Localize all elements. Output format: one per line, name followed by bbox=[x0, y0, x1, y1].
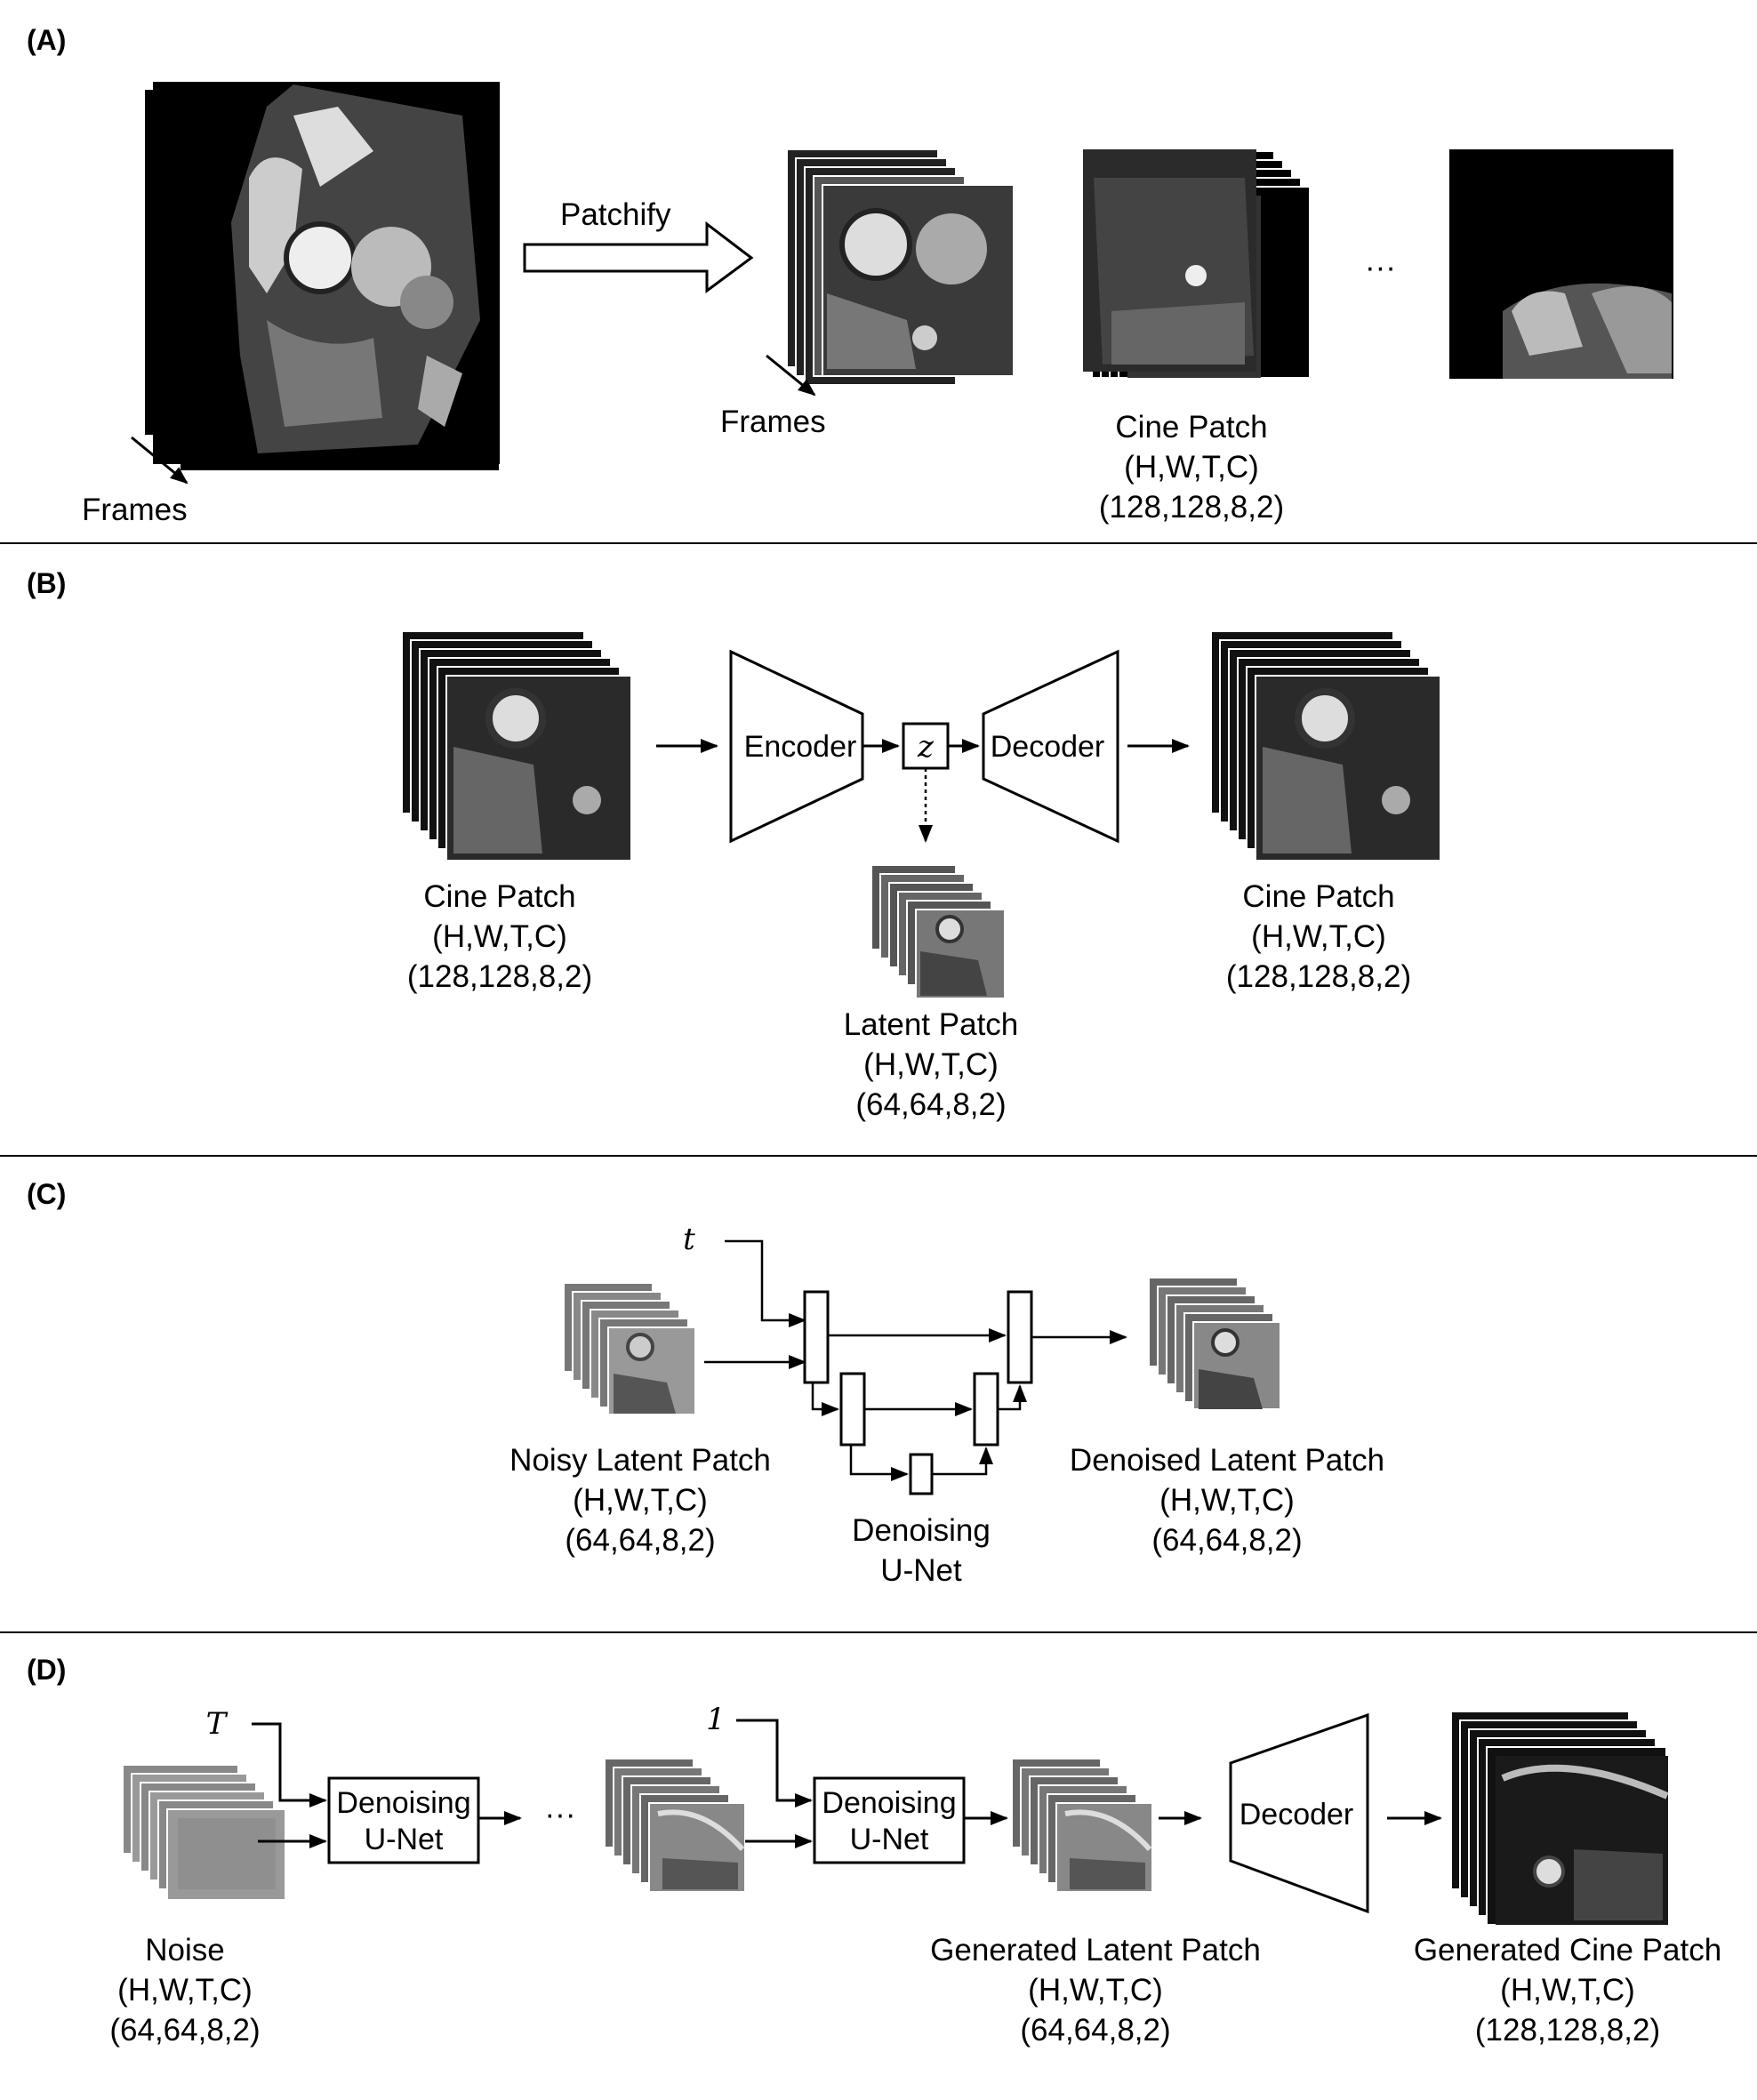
noise-shape: (64,64,8,2) bbox=[109, 2013, 260, 2048]
time-T-symbol: T bbox=[206, 1706, 229, 1742]
unet-block-bottleneck bbox=[909, 1453, 934, 1495]
time-arrow bbox=[725, 1239, 806, 1327]
ellipsis-a: ··· bbox=[1365, 250, 1396, 285]
panel-d-tag: (D) bbox=[27, 1654, 66, 1686]
panel-c-tag: (C) bbox=[27, 1178, 66, 1210]
frames-label: Frames bbox=[82, 493, 188, 527]
generated-latent-stack bbox=[1011, 1758, 1153, 1893]
noise-stack bbox=[122, 1764, 286, 1901]
generated-cine-stack bbox=[1450, 1711, 1669, 1926]
unet-block-enc1 bbox=[803, 1290, 830, 1384]
gen-latent-name: Generated Latent Patch bbox=[930, 1933, 1261, 1968]
latent-patch-name: Latent Patch bbox=[844, 1007, 1019, 1042]
input-patch-stack bbox=[401, 630, 632, 862]
full-frame-stack bbox=[143, 82, 501, 472]
panel-b: (B) Encoder z Decoder bbox=[27, 567, 1441, 1122]
up-2 bbox=[998, 1384, 1027, 1411]
cine-patch-dims-a: (H,W,T,C) bbox=[1124, 450, 1259, 485]
frames-arrow bbox=[131, 436, 189, 485]
patchify-arrow bbox=[523, 220, 754, 293]
unet-box-2 bbox=[813, 1776, 966, 1864]
decoder-label: Decoder bbox=[991, 730, 1105, 764]
patch-stack-2 bbox=[1082, 149, 1311, 379]
input-patch-shape: (128,128,8,2) bbox=[407, 959, 592, 994]
unet-box-1 bbox=[327, 1776, 480, 1864]
decoder-trapezoid-d bbox=[1229, 1712, 1369, 1914]
noise-name: Noise bbox=[145, 1933, 224, 1968]
panel-d: (D) T Denoising U-Net ··· 1 bbox=[27, 1654, 1721, 2048]
gen-cine-dims: (H,W,T,C) bbox=[1500, 1973, 1635, 2008]
input-patch-name: Cine Patch bbox=[423, 879, 575, 914]
latent-z-box bbox=[902, 722, 950, 770]
gen-latent-dims: (H,W,T,C) bbox=[1028, 1973, 1163, 2008]
ellipsis-d: ··· bbox=[545, 1797, 576, 1831]
time-t-symbol: t bbox=[683, 1222, 695, 1257]
time-1-arrow bbox=[736, 1719, 813, 1807]
denoised-latent-dims: (H,W,T,C) bbox=[1159, 1483, 1295, 1518]
patchify-label: Patchify bbox=[560, 197, 671, 232]
encoder-trapezoid bbox=[729, 649, 864, 844]
cine-patch-name-a: Cine Patch bbox=[1115, 410, 1267, 445]
panel-b-tag: (B) bbox=[27, 567, 66, 599]
time-T-arrow bbox=[252, 1722, 327, 1807]
panel-c: (C) t bbox=[27, 1178, 1384, 1588]
gen-cine-name: Generated Cine Patch bbox=[1414, 1933, 1721, 1968]
panel-a: (A) Frames Patchify bbox=[27, 24, 1673, 527]
unet-block-enc2 bbox=[839, 1372, 866, 1447]
unet-block-dec2 bbox=[973, 1372, 999, 1447]
decoder-label-d: Decoder bbox=[1240, 1798, 1354, 1831]
unet-block-dec1 bbox=[1007, 1290, 1033, 1384]
unet-label-line2: U-Net bbox=[880, 1553, 962, 1588]
noisy-latent-stack bbox=[563, 1282, 696, 1415]
output-patch-stack bbox=[1210, 630, 1441, 862]
latent-z-symbol: z bbox=[917, 729, 935, 765]
encoder-label: Encoder bbox=[744, 730, 857, 764]
cine-patch-shape-a: (128,128,8,2) bbox=[1099, 490, 1284, 525]
noisy-latent-dims: (H,W,T,C) bbox=[573, 1483, 708, 1518]
down-1 bbox=[811, 1383, 839, 1416]
output-patch-shape: (128,128,8,2) bbox=[1226, 959, 1411, 994]
unet1-label-line2: U-Net bbox=[365, 1823, 444, 1856]
intermediate-latent-stack bbox=[604, 1758, 746, 1893]
gen-latent-shape: (64,64,8,2) bbox=[1020, 2013, 1170, 2048]
unet1-label-line1: Denoising bbox=[336, 1786, 470, 1820]
latent-patch-shape: (64,64,8,2) bbox=[855, 1087, 1006, 1122]
patch-stack-3 bbox=[1448, 148, 1673, 379]
panel-a-tag: (A) bbox=[27, 24, 66, 56]
input-patch-dims: (H,W,T,C) bbox=[432, 919, 567, 954]
noise-dims: (H,W,T,C) bbox=[117, 1973, 253, 2008]
down-2 bbox=[849, 1445, 909, 1481]
time-1-symbol: 1 bbox=[706, 1702, 726, 1737]
unet2-label-line1: Denoising bbox=[822, 1786, 956, 1820]
unet-label-line1: Denoising bbox=[852, 1513, 991, 1548]
gen-cine-shape: (128,128,8,2) bbox=[1475, 2013, 1660, 2048]
denoised-latent-name: Denoised Latent Patch bbox=[1070, 1443, 1384, 1478]
patch-stack-1 bbox=[786, 148, 1015, 386]
output-patch-dims: (H,W,T,C) bbox=[1251, 919, 1386, 954]
noisy-latent-shape: (64,64,8,2) bbox=[565, 1523, 715, 1558]
denoised-latent-stack bbox=[1148, 1277, 1281, 1410]
up-1 bbox=[932, 1447, 993, 1476]
decoder-trapezoid bbox=[982, 649, 1119, 844]
output-patch-name: Cine Patch bbox=[1242, 879, 1394, 914]
latent-patch-stack bbox=[870, 864, 1006, 999]
frames-label-mid: Frames bbox=[720, 405, 826, 439]
unet2-label-line2: U-Net bbox=[850, 1823, 929, 1856]
denoised-latent-shape: (64,64,8,2) bbox=[1151, 1523, 1302, 1558]
noisy-latent-name: Noisy Latent Patch bbox=[509, 1443, 771, 1478]
frames-arrow-mid bbox=[766, 354, 816, 397]
latent-patch-dims: (H,W,T,C) bbox=[863, 1047, 999, 1082]
